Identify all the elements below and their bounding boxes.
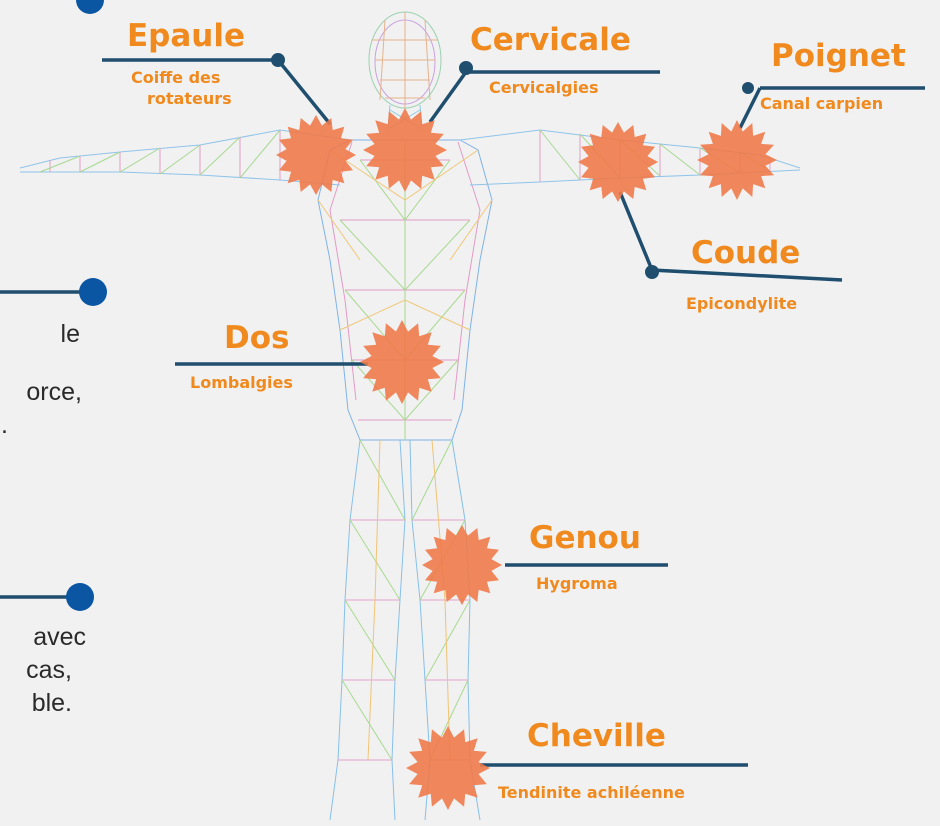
para2-line2: cas,: [0, 655, 72, 685]
label-epaule-sub2: rotateurs: [147, 89, 232, 108]
label-coude-sub: Epicondylite: [686, 294, 797, 313]
para2-line1: avec: [0, 622, 86, 652]
pain-coude: [578, 122, 658, 202]
para1-line1: le: [0, 319, 80, 349]
pain-cervicale: [363, 108, 447, 192]
bullet-1: [79, 278, 107, 306]
pain-dos: [360, 320, 444, 404]
pain-markers: [276, 108, 777, 810]
pain-cheville: [406, 726, 490, 810]
label-poignet-sub: Canal carpien: [760, 94, 883, 113]
label-dos-title: Dos: [224, 320, 289, 356]
label-dos-sub: Lombalgies: [190, 373, 293, 392]
label-cheville-title: Cheville: [527, 718, 666, 754]
label-cheville-sub: Tendinite achiléenne: [498, 783, 685, 802]
label-epaule-sub1: Coiffe des: [131, 68, 220, 87]
bullet-top: [76, 0, 104, 14]
label-epaule-title: Epaule: [127, 18, 245, 54]
bullet-2: [66, 583, 94, 611]
label-genou-title: Genou: [529, 520, 641, 556]
para1-line3: .: [0, 410, 8, 440]
para2-line3: ble.: [0, 688, 72, 718]
pain-epaule: [276, 115, 356, 195]
label-cervicale-title: Cervicale: [470, 22, 631, 58]
label-cervicale-sub: Cervicalgies: [489, 78, 598, 97]
leader-lines: [0, 60, 925, 765]
label-coude-title: Coude: [691, 235, 800, 271]
label-genou-sub: Hygroma: [536, 574, 618, 593]
para1-line2: orce,: [0, 377, 82, 407]
pain-poignet: [697, 120, 777, 200]
label-poignet-title: Poignet: [771, 38, 906, 74]
bullets: [66, 0, 107, 611]
pain-genou: [422, 525, 502, 605]
